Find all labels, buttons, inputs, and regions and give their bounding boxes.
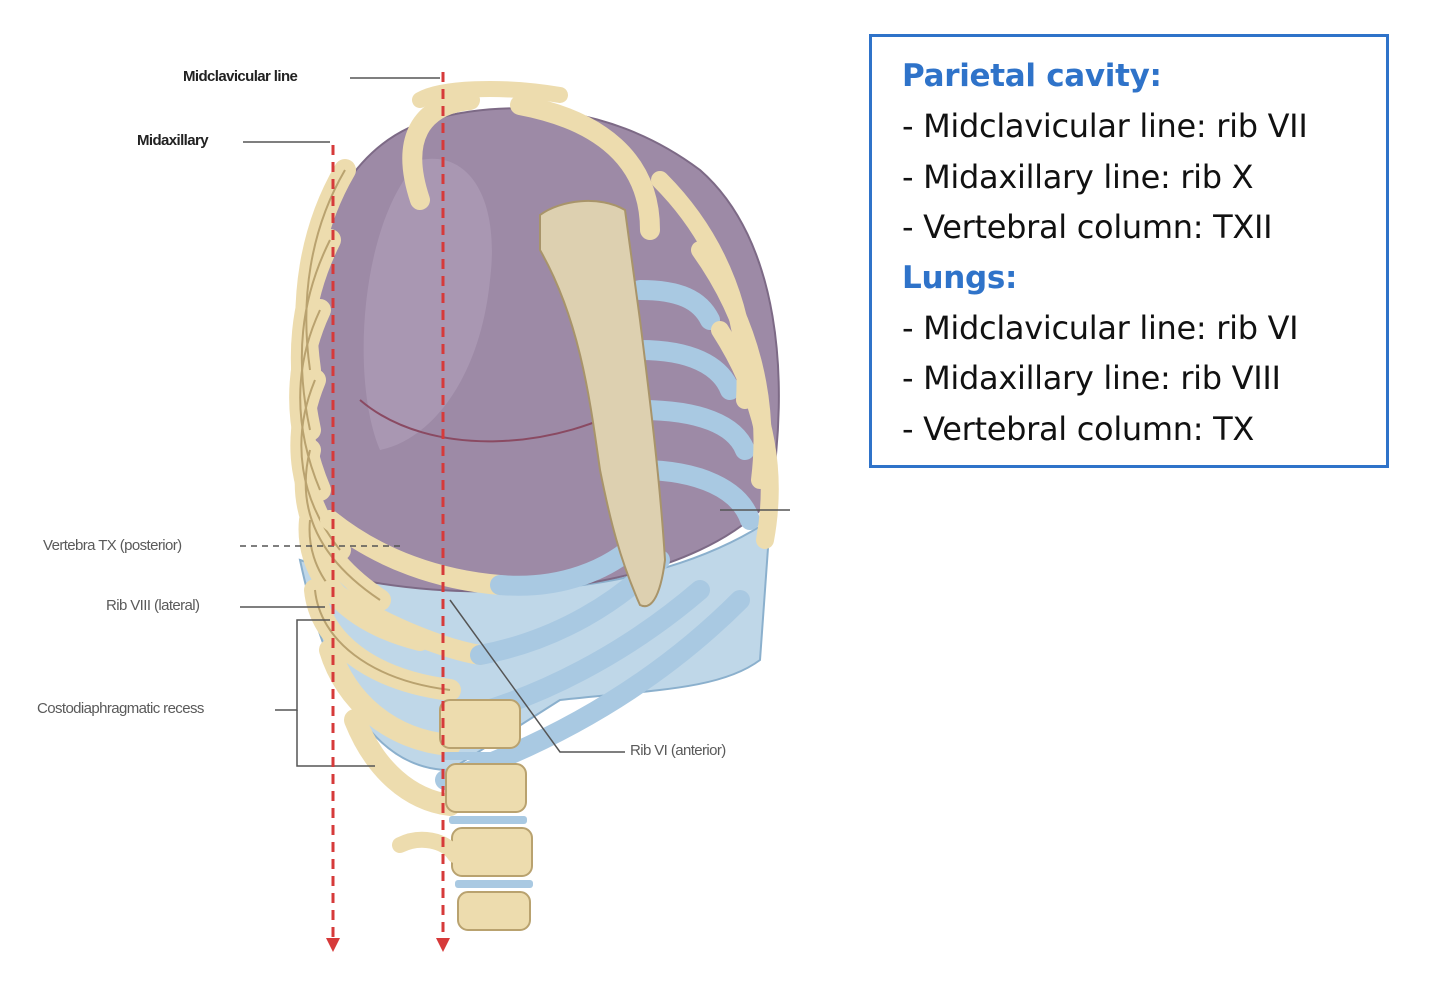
lung-highlight <box>363 158 492 451</box>
info-box: Parietal cavity: - Midclavicular line: r… <box>869 34 1389 468</box>
midclavicular-arrowhead <box>436 938 450 952</box>
parietal-item: - Vertebral column: TXII <box>902 208 1273 246</box>
guide-lines <box>331 72 445 940</box>
lungs-item: - Midaxillary line: rib VIII <box>902 359 1281 397</box>
rib-cage-drawing <box>240 72 790 952</box>
lungs-heading: Lungs: <box>902 259 1018 296</box>
anterior-ribs <box>320 90 660 665</box>
label-midclavicular-line: Midclavicular line <box>183 68 298 85</box>
parietal-cavity-heading: Parietal cavity: <box>902 58 1162 94</box>
lungs-item: - Vertebral column: TX <box>902 409 1254 448</box>
label-rib-vi: Rib VI (anterior) <box>630 742 726 759</box>
leader-lines <box>240 77 790 767</box>
thorax-illustration: Midclavicular line Midaxillary Vertebra … <box>37 68 790 952</box>
parietal-item: - Midaxillary line: rib X <box>902 157 1254 196</box>
label-midaxillary: Midaxillary <box>137 132 209 149</box>
midaxillary-arrowhead <box>326 938 340 952</box>
clavicle <box>412 81 568 108</box>
label-vertebra-tx: Vertebra TX (posterior) <box>43 537 182 554</box>
lungs-item: - Midclavicular line: rib VI <box>902 308 1299 347</box>
vertebral-column <box>392 699 533 931</box>
label-rib-viii: Rib VIII (lateral) <box>106 597 200 614</box>
sternum <box>539 199 667 608</box>
left-ribs <box>651 171 779 549</box>
parietal-item: - Midclavicular line: rib VII <box>902 107 1308 145</box>
label-costodiaphragmatic-recess: Costodiaphragmatic recess <box>37 700 204 717</box>
